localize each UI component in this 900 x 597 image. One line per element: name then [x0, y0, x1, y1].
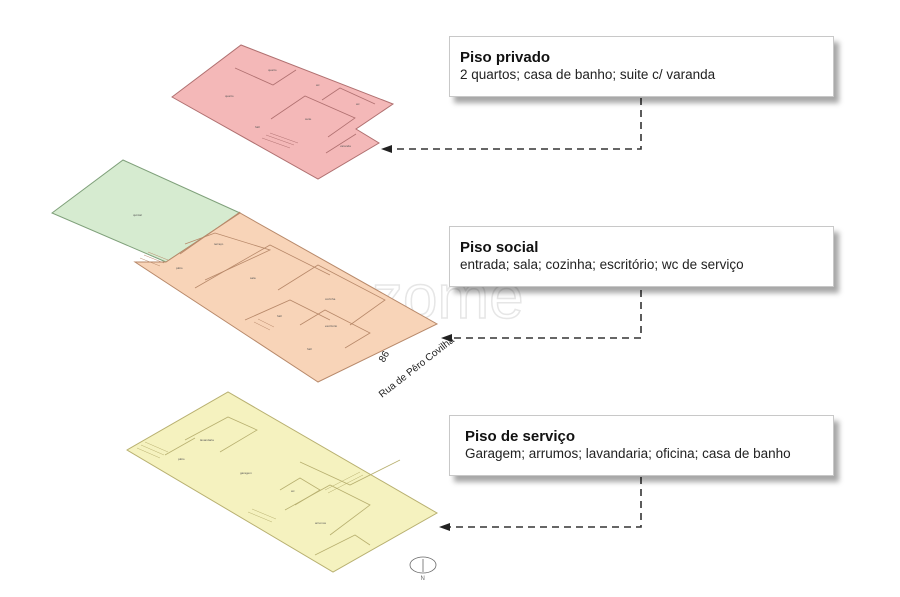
room-label: quintal: [133, 213, 142, 217]
room-label: pátio: [176, 266, 183, 270]
room-label: wc: [356, 102, 360, 106]
room-label: suite: [305, 117, 312, 121]
callout-description: Garagem; arrumos; lavandaria; oficina; c…: [465, 446, 791, 461]
callout-service-floor: Piso de serviço Garagem; arrumos; lavand…: [449, 415, 834, 476]
room-label: hall: [255, 125, 260, 129]
room-label: quarto: [225, 94, 234, 98]
callout-description: 2 quartos; casa de banho; suite c/ varan…: [460, 67, 716, 82]
room-label: quarto: [268, 68, 277, 72]
callout-social-floor: Piso social entrada; sala; cozinha; escr…: [449, 226, 834, 287]
street-number: 86: [377, 349, 392, 365]
arrow-head-icon: [439, 523, 450, 531]
north-label: N: [421, 576, 425, 582]
callout-description: entrada; sala; cozinha; escritório; wc d…: [460, 257, 744, 272]
north-arrow-icon: N: [409, 556, 437, 582]
callout-private-floor: Piso privado 2 quartos; casa de banho; s…: [449, 36, 834, 97]
room-label: cozinha: [325, 297, 336, 301]
connector-service: [448, 477, 642, 528]
room-label: pátio: [178, 457, 185, 461]
callout-title: Piso social: [460, 239, 539, 256]
room-label: hall: [307, 347, 312, 351]
room-label: hall: [277, 314, 282, 318]
floor-plan-private: quarto quarto wc wc suite hall varanda: [171, 44, 395, 180]
room-label: sala: [250, 276, 256, 280]
room-label: lavandaria: [200, 438, 214, 442]
connectors: [390, 98, 642, 528]
room-label: wc: [316, 83, 320, 87]
room-label: escritório: [325, 324, 338, 328]
room-label: terraço: [214, 242, 224, 246]
callout-title: Piso privado: [460, 49, 551, 66]
floor-plan-service: lavandaria pátio garagem wc arrumos: [126, 391, 439, 573]
room-label: wc: [291, 489, 295, 493]
arrow-head-icon: [381, 145, 392, 153]
room-label: garagem: [240, 471, 252, 475]
connector-private: [390, 98, 642, 150]
callout-title: Piso de serviço: [465, 428, 576, 445]
room-label: varanda: [340, 144, 351, 148]
connector-social: [450, 290, 642, 339]
room-label: arrumos: [315, 521, 327, 525]
arrow-head-icon: [441, 334, 452, 342]
